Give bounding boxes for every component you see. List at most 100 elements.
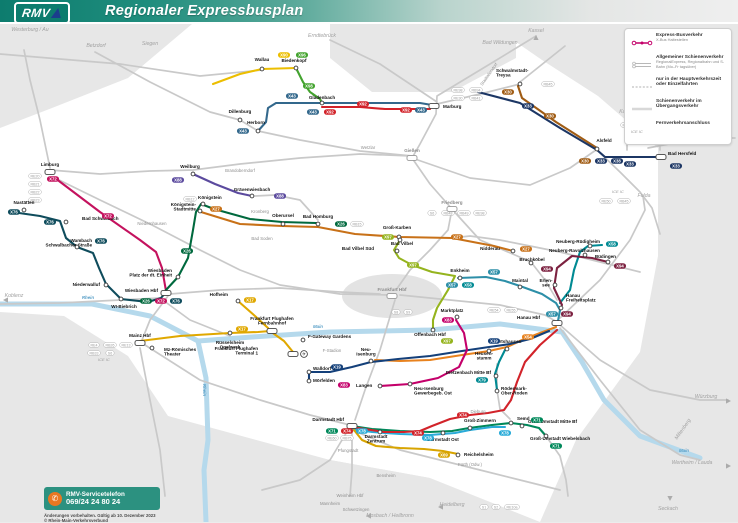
station-königstein-stadtmitte-label: Königstein-Stadtmitte (171, 202, 197, 212)
rail-line-badge-label: RB21 (31, 182, 40, 186)
station-maintal-label: Maintal (512, 278, 528, 283)
station-herborn-label: Herborn (247, 120, 265, 125)
station-bad-hersfeld-symbol (655, 154, 667, 160)
station-darmstadt-hbf-label: Darmstadt Hbf (312, 417, 344, 422)
station-büdingen-dot (605, 259, 611, 265)
line-badge-label: X88 (276, 194, 284, 199)
line-badge-label: X97 (443, 339, 451, 344)
station-semd-dot (508, 420, 514, 426)
line-badge-label: X78 (501, 431, 509, 436)
station-heusen-stamm-label: Heusen-stamm (475, 351, 494, 361)
line-badge-label: X33 (524, 104, 532, 109)
station-obertshausen-dot (504, 346, 510, 352)
line-badge-label: X76 (10, 210, 18, 215)
rail-line-badge-label: RE98 (476, 211, 485, 215)
station-limburg-label: Limburg (41, 162, 60, 167)
station-büdingen-label: Büdingen (595, 254, 616, 259)
legend-item-label: Allgemeiner Schienenverkehr (656, 55, 724, 60)
station-mainz-hbf-label: Mainz Hbf (129, 333, 151, 338)
station-bad-vilbel-süd-label: Bad Vilbel Süd (342, 246, 374, 251)
bus-line-x97 (392, 238, 457, 332)
station-limburg-symbol (44, 169, 56, 175)
station-bad-vilbel-süd-dot (394, 248, 400, 254)
station-nidderau-dot (510, 248, 516, 254)
line-badge-x94 (540, 266, 554, 272)
station-königstein-stadtmitte-dot (197, 208, 203, 214)
line-badge-x33 (594, 158, 608, 164)
station-groß-karben-label: Groß-Karben (383, 225, 412, 230)
rail-line-badge (427, 210, 437, 216)
copyright-note: © Rhein-Main-Verkehrsverbund (44, 518, 109, 523)
line-badge-x43 (285, 93, 299, 99)
rail-line (399, 294, 558, 323)
line-badge-label: X27 (522, 247, 530, 252)
station-königstein-dot (200, 201, 206, 207)
place-label-schwetzingen: Schwetzingen (343, 507, 370, 512)
rmv-logo-triangle-icon (50, 7, 64, 18)
rail-line (169, 287, 381, 295)
place-label-bad-soden: Bad Soden (251, 236, 273, 241)
line-badge-x33 (521, 103, 535, 109)
rail-line-badge (88, 342, 100, 348)
line-badge-x17 (235, 326, 249, 332)
legend-item-sublabel: RegionalExpress, Regionalbahn und S-Bahn… (656, 59, 725, 69)
direction-label-bad-wildungen: Bad Wildungen (482, 40, 517, 46)
rail-line-badge-label: RB45 (620, 199, 629, 203)
line-badge-x72 (46, 176, 60, 182)
bus-line-x26 (164, 202, 318, 292)
legend-symbol-rail-icon (630, 55, 656, 74)
rail-line-badge (504, 307, 518, 313)
line-badge-label: X78 (424, 436, 432, 441)
station-bad-vilbel-dot (397, 237, 403, 243)
station-frankfurt-hbf-symbol (386, 293, 398, 299)
line-badge-x58 (605, 241, 619, 247)
rail-line (0, 297, 231, 337)
line-badge-x88 (273, 193, 287, 199)
station-schwalmstadt-treysa-dot (517, 81, 523, 87)
station-groß-zimmern-dot (467, 425, 473, 431)
rail-line (449, 206, 558, 301)
line-badge-label: X58 (608, 242, 616, 247)
rail-line-badge-label: RB75 (343, 436, 352, 440)
rail-line-badge-label: RB15 (353, 222, 362, 226)
line-badge-x72 (101, 213, 115, 219)
direction-label-mosbach-heilbronn: Mosbach / Heilbronn (366, 513, 414, 519)
direction-arrow-icon (667, 496, 673, 501)
station-oberursel-dot (280, 221, 286, 227)
rmv-logo: RMV (14, 2, 71, 24)
line-badge-x97 (440, 338, 454, 344)
direction-label-seckach: Seckach (658, 506, 678, 512)
place-label-wetzlar: Wetzlar (361, 145, 376, 150)
station-groß-umstadt-wiebelsbach-dot (543, 433, 549, 439)
rail-line-badge-label: RE20 (31, 174, 40, 178)
station-nastätten-label: Nastätten (14, 200, 35, 205)
direction-label-kassel: Kassel (528, 28, 544, 34)
rail-line-badge (469, 95, 483, 101)
airport-icon (300, 350, 308, 358)
station-darmstadt-zentrum-dot (377, 429, 383, 435)
line-badge-x17 (243, 297, 257, 303)
legend-item-hvz: nur in der Hauptverkehrszeit oder Einzel… (630, 77, 726, 96)
long-distance-label: ICE IC (98, 357, 110, 362)
line-badge-label: X76 (46, 220, 54, 225)
direction-label-siegen: Siegen (142, 41, 158, 47)
station-wi-biebrich-dot (118, 296, 124, 302)
rail-line (349, 429, 353, 497)
line-badge-x83 (441, 317, 455, 323)
long-distance-label: ICE IC (612, 189, 624, 194)
line-badge-label: X94 (616, 264, 624, 269)
rail-line-badge (541, 81, 555, 87)
line-badge-x58 (461, 282, 475, 288)
station-rüsselsheim-opelwerk-dot (227, 330, 233, 336)
legend-symbol-fern-icon: ICE IC (630, 121, 656, 140)
station-f-gateway-gardens-dot (300, 337, 306, 343)
rail-line-badge-label: S1 (482, 505, 486, 509)
rail-line-badge-label: RE10a (507, 505, 518, 509)
station-neuberg-ravolzhausen-label: Neuberg-Ravolzhausen (549, 248, 600, 253)
rail-line-badge-label: RE13 (122, 343, 131, 347)
line-badge-label: X97 (409, 263, 417, 268)
line-badge-x43 (306, 109, 320, 115)
bus-line-x98 (295, 68, 324, 105)
line-badge-x74 (340, 428, 354, 434)
